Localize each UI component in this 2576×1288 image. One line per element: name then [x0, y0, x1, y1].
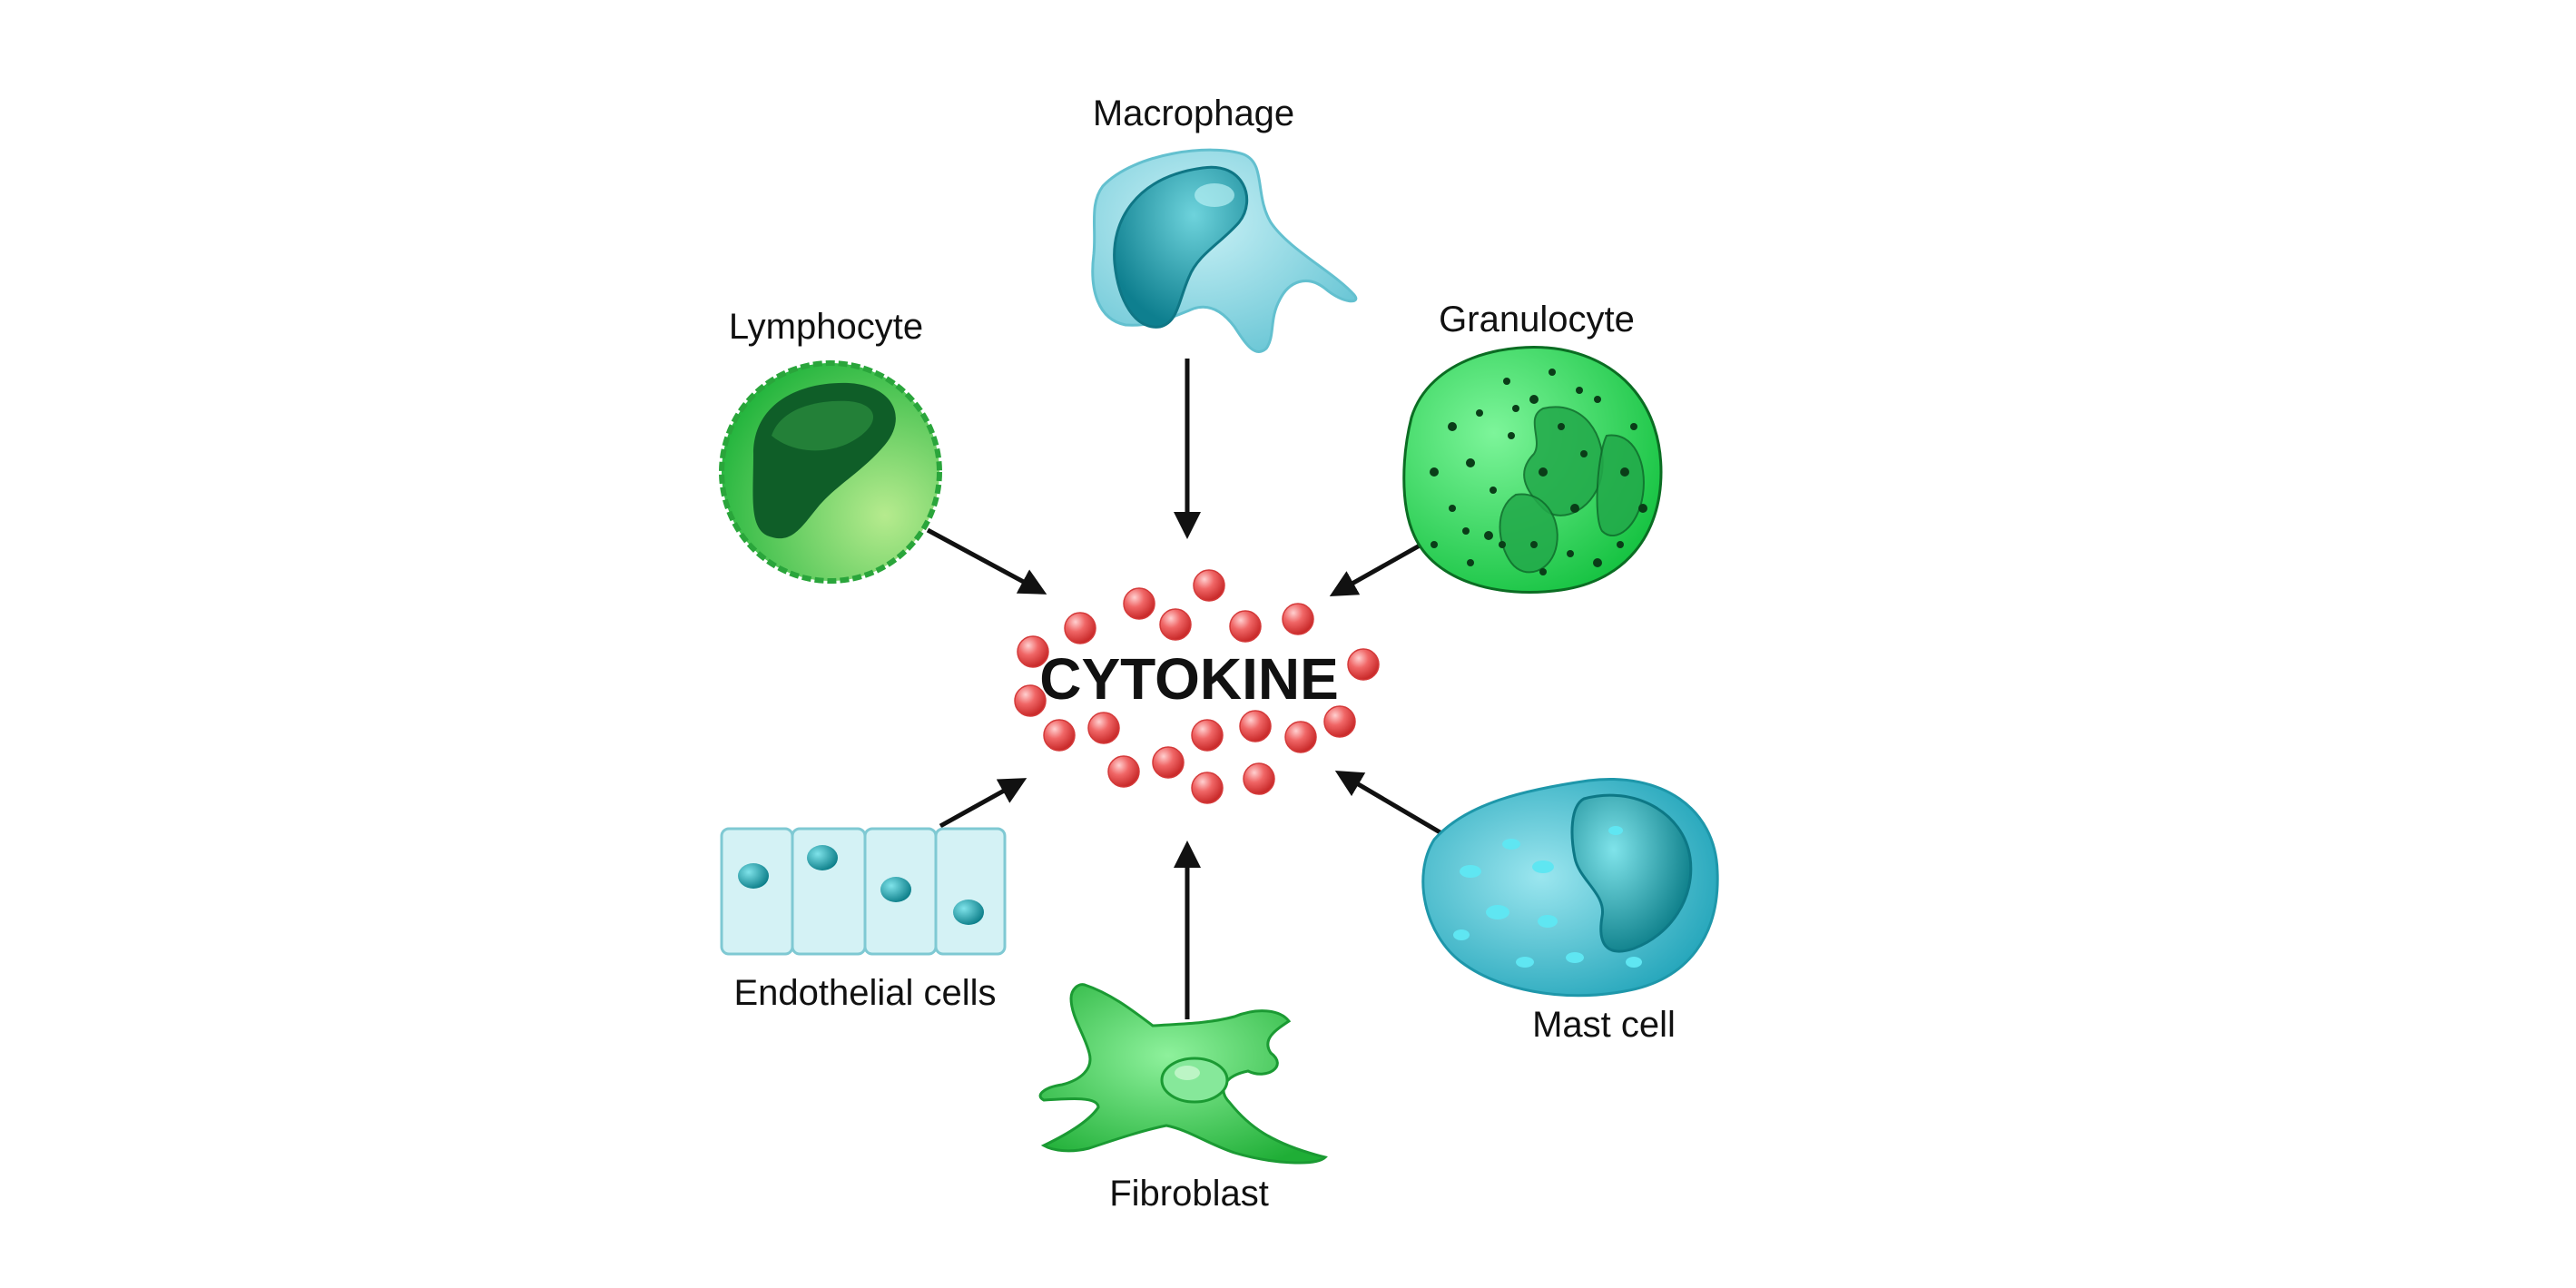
mast-granule — [1516, 957, 1534, 968]
granule — [1467, 559, 1474, 566]
mast-granule — [1453, 929, 1470, 940]
arrow-granulocyte — [1329, 535, 1436, 596]
cytokine-particle — [1191, 719, 1224, 752]
endothelial-cells-label: Endothelial cells — [733, 973, 996, 1013]
cytokine-particle — [1191, 772, 1224, 804]
cytokine-particle — [1014, 684, 1047, 717]
lymphocyte-cell — [719, 360, 942, 584]
granule — [1530, 541, 1538, 548]
fibroblast-cell — [1038, 983, 1328, 1165]
arrow-endothelial — [939, 778, 1027, 829]
granule — [1476, 409, 1483, 417]
cytokine-particles — [1014, 569, 1380, 804]
granule — [1539, 467, 1548, 477]
granule — [1567, 550, 1574, 557]
granule — [1570, 504, 1579, 513]
granule — [1430, 467, 1439, 477]
endothelial-cells — [720, 827, 1007, 956]
cytokine-particle — [1243, 762, 1275, 795]
granule — [1484, 531, 1493, 540]
mast-granule — [1486, 905, 1509, 919]
cytokine-particle — [1159, 608, 1192, 641]
granule — [1549, 369, 1556, 376]
mast-granule — [1532, 860, 1554, 873]
granulocyte-cell — [1402, 346, 1663, 594]
granule — [1431, 541, 1438, 548]
mast-granule — [1566, 952, 1584, 963]
cytokine-particle — [1323, 705, 1356, 738]
cytokine-particle — [1239, 710, 1272, 742]
lymphocyte-label: Lymphocyte — [729, 307, 923, 347]
arrow-lymphocyte — [926, 527, 1047, 595]
granule — [1466, 458, 1475, 467]
granule — [1593, 558, 1602, 567]
granule — [1558, 423, 1565, 430]
mast-granule — [1460, 865, 1481, 878]
cytokine-title: CYTOKINE — [1039, 646, 1339, 712]
granule — [1490, 487, 1497, 494]
mast-cell — [1421, 778, 1719, 998]
granule — [1617, 541, 1624, 548]
cytokine-particle — [1152, 746, 1185, 779]
macrophage-cell — [1091, 148, 1358, 353]
granule — [1638, 504, 1647, 513]
granule — [1449, 505, 1456, 512]
mast-granule — [1502, 839, 1520, 850]
granule — [1503, 378, 1510, 385]
granulocyte-label: Granulocyte — [1439, 300, 1635, 339]
granule — [1529, 395, 1539, 404]
granule — [1620, 467, 1629, 477]
cytokine-particle — [1347, 648, 1380, 681]
macrophage-label: Macrophage — [1093, 93, 1294, 133]
cytokine-particle — [1229, 610, 1262, 643]
granule — [1594, 396, 1601, 403]
cytokine-particle — [1017, 635, 1049, 668]
granule — [1580, 450, 1588, 457]
cytokine-particle — [1284, 721, 1317, 753]
cytokine-particle — [1282, 603, 1314, 635]
granule — [1508, 432, 1515, 439]
granule — [1576, 387, 1583, 394]
granule — [1462, 527, 1470, 535]
cytokine-particle — [1193, 569, 1225, 602]
granule — [1448, 422, 1457, 431]
cytokine-particle — [1064, 612, 1096, 644]
granule — [1512, 405, 1519, 412]
mast-granule — [1626, 957, 1642, 968]
mast-granule — [1608, 826, 1623, 835]
cytokine-particle — [1087, 712, 1120, 744]
cytokine-particle — [1107, 755, 1140, 788]
granule — [1539, 568, 1547, 575]
granule — [1630, 423, 1637, 430]
mast-cell-label: Mast cell — [1532, 1005, 1676, 1045]
fibroblast-label: Fibroblast — [1109, 1174, 1269, 1214]
cytokine-particle — [1043, 719, 1076, 752]
granule — [1499, 541, 1506, 548]
mast-granule — [1538, 915, 1558, 928]
cytokine-particle — [1123, 587, 1155, 620]
